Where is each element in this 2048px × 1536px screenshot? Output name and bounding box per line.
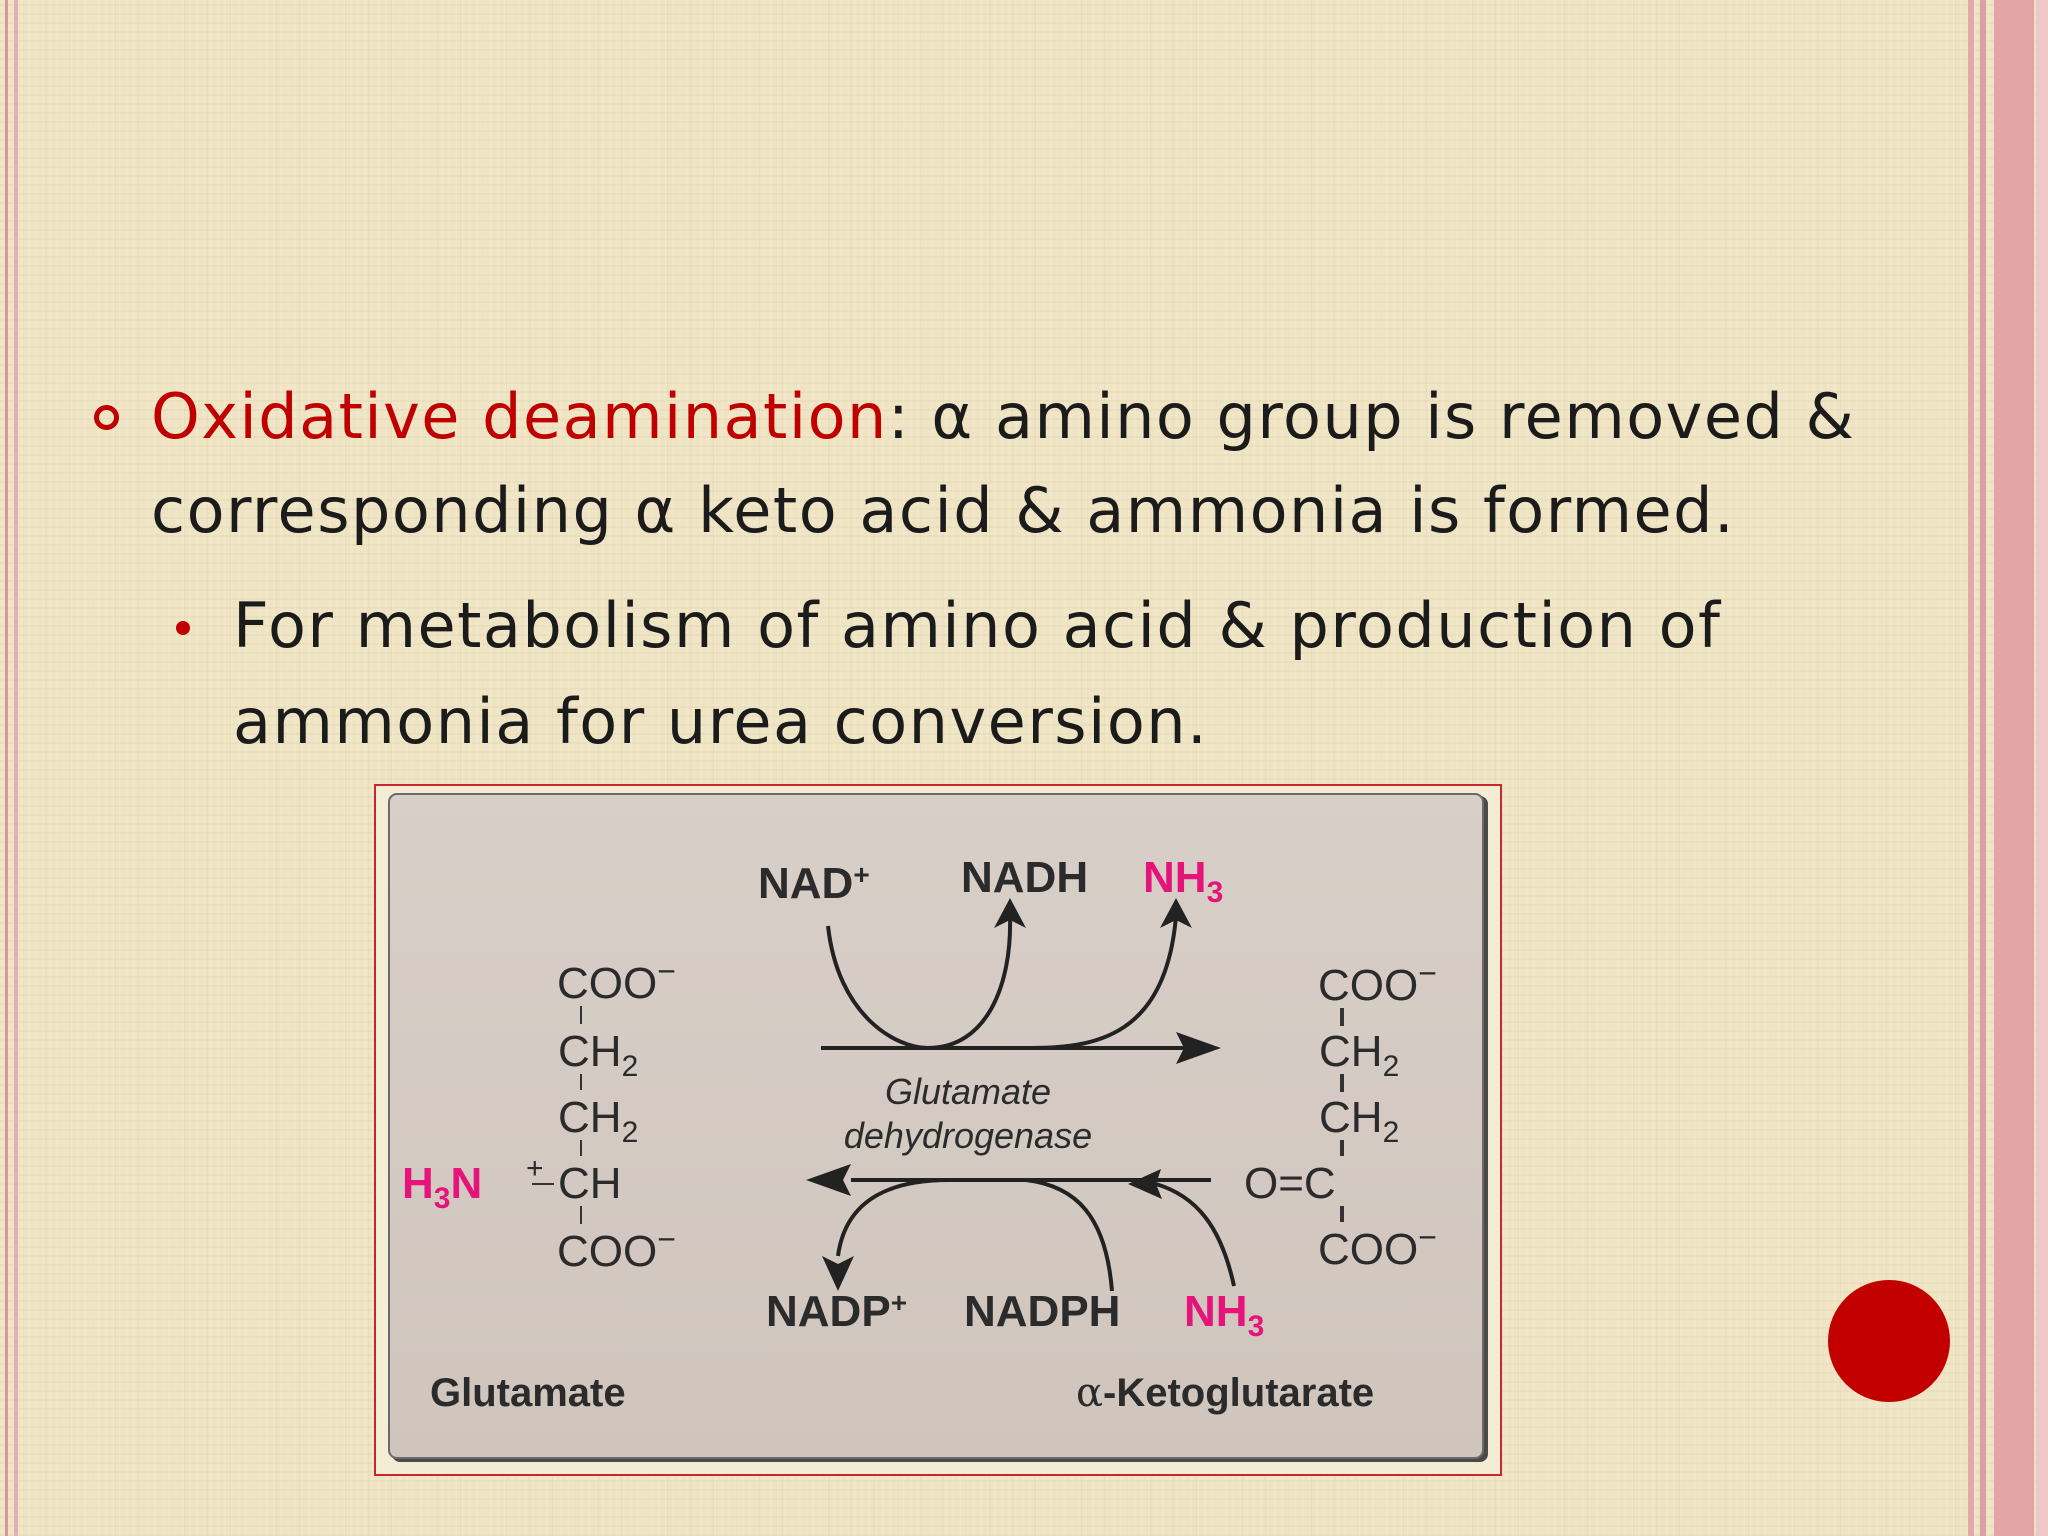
label-nh3-top: NH3 bbox=[1143, 853, 1223, 909]
ketoglutarate-structure: COO− CH2 CH2 O=C COO− bbox=[1244, 955, 1437, 1274]
label-nadph: NADPH bbox=[964, 1287, 1120, 1336]
glutamate-name: Glutamate bbox=[430, 1371, 626, 1415]
glutamate-coo-bottom: COO− bbox=[557, 1221, 676, 1276]
forward-arrowhead bbox=[1176, 1032, 1221, 1064]
glutamate-ch2-a: CH2 bbox=[558, 1027, 638, 1083]
left-border-decoration bbox=[0, 0, 24, 1536]
red-circle-decoration bbox=[1828, 1280, 1950, 1402]
ketoglutarate-ch2-b: CH2 bbox=[1319, 1093, 1399, 1149]
ring-bullet-icon bbox=[94, 405, 119, 430]
left-border-line-outer bbox=[5, 0, 8, 1536]
right-border-band bbox=[1994, 0, 2034, 1536]
nadh-arrowhead bbox=[994, 898, 1026, 928]
ketoglutarate-ch2-a: CH2 bbox=[1319, 1027, 1399, 1083]
label-nh3-bottom: NH3 bbox=[1184, 1287, 1264, 1343]
reverse-arrowhead bbox=[806, 1164, 851, 1196]
term-highlight: Oxidative deamination bbox=[151, 380, 888, 453]
panel-background bbox=[388, 793, 1484, 1459]
right-border-decoration bbox=[1968, 0, 2048, 1536]
dot-bullet-icon bbox=[176, 621, 190, 635]
ketoglutarate-coo-top: COO− bbox=[1318, 955, 1437, 1010]
label-nadh: NADH bbox=[961, 853, 1088, 902]
glutamate-coo-top: COO− bbox=[557, 953, 676, 1008]
nh3-top-arrowhead bbox=[1160, 898, 1192, 928]
glutamate-ch: CH bbox=[558, 1159, 622, 1208]
ketoglutarate-carbonyl: O=C bbox=[1244, 1159, 1336, 1208]
amine-plus-charge: + bbox=[526, 1152, 544, 1185]
nadp-arrowhead bbox=[822, 1256, 854, 1291]
right-border-edge bbox=[2036, 0, 2048, 1536]
bullet-metabolism: For metabolism of amino acid & productio… bbox=[176, 578, 1776, 770]
nh3-bottom-arrowhead bbox=[1128, 1169, 1162, 1199]
ketoglutarate-name: α-Ketoglutarate bbox=[1076, 1370, 1374, 1416]
enzyme-label-line2: dehydrogenase bbox=[844, 1115, 1092, 1156]
left-border-line-inner bbox=[14, 0, 18, 1536]
label-nadp: NADP+ bbox=[766, 1287, 907, 1336]
right-border-line-2 bbox=[1980, 0, 1986, 1536]
right-border-line-1 bbox=[1968, 0, 1974, 1536]
ketoglutarate-coo-bottom: COO− bbox=[1318, 1219, 1437, 1274]
forward-arrow bbox=[821, 915, 1191, 1051]
glutamate-ch2-b: CH2 bbox=[558, 1093, 638, 1149]
bullet-oxidative-deamination: Oxidative deamination: α amino group is … bbox=[94, 370, 1896, 558]
reaction-figure-frame: NAD+ NADH NH3 NADP+ NADPH NH3 Glutamate … bbox=[374, 784, 1502, 1476]
label-nad: NAD+ bbox=[758, 859, 870, 908]
reaction-diagram: NAD+ NADH NH3 NADP+ NADPH NH3 Glutamate … bbox=[388, 793, 1488, 1462]
glutamate-amine: H3N bbox=[402, 1159, 482, 1215]
bullet-main-text: Oxidative deamination: α amino group is … bbox=[151, 370, 1896, 558]
bullet-sub-text: For metabolism of amino acid & productio… bbox=[233, 589, 1722, 758]
enzyme-label-line1: Glutamate bbox=[885, 1071, 1051, 1112]
bullet-main-rest: : α amino group is removed & correspondi… bbox=[151, 380, 1856, 547]
glutamate-structure: COO− CH2 CH2 H3N + CH COO− bbox=[402, 953, 676, 1276]
